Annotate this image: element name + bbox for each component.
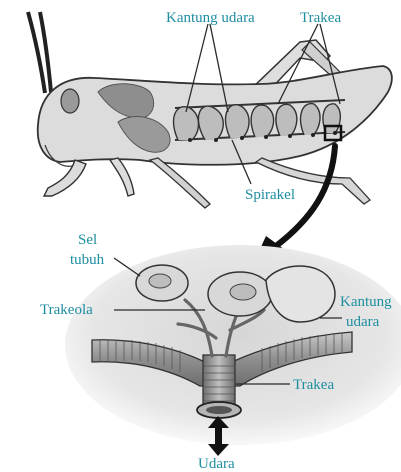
compound-eye — [61, 89, 79, 113]
label-kantung-udara-top: Kantung udara — [166, 10, 255, 26]
label-trakea-top: Trakea — [300, 10, 341, 26]
middle-leg — [110, 158, 134, 196]
cell-nucleus — [230, 284, 256, 300]
label-udara: Udara — [198, 456, 235, 472]
label-trakea-bottom: Trakea — [293, 377, 334, 393]
trachea-main — [203, 355, 235, 407]
cell-nucleus — [149, 274, 171, 288]
label-tubuh: tubuh — [70, 252, 105, 268]
label-udara-right: udara — [346, 314, 380, 330]
spiracle-opening-inner — [206, 406, 232, 414]
grasshopper — [28, 12, 392, 208]
label-kantung-right: Kantung — [340, 294, 392, 310]
label-sel: Sel — [78, 232, 97, 248]
label-trakeola: Trakeola — [40, 302, 93, 318]
tracheal-detail — [65, 245, 401, 445]
label-spirakel: Spirakel — [245, 187, 295, 203]
